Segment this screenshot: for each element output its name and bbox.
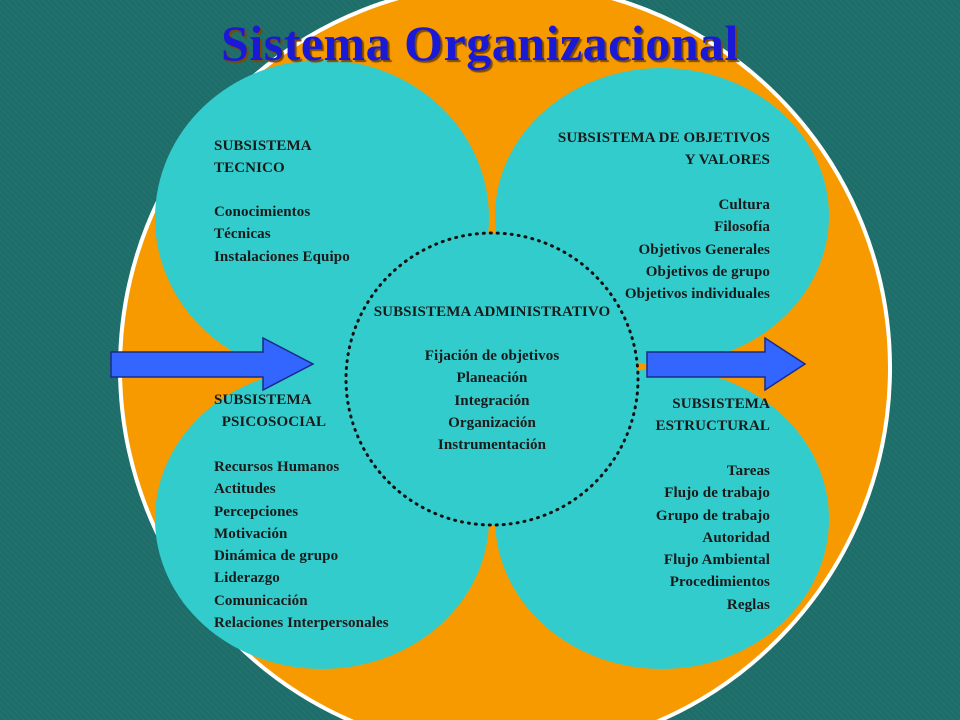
texture-line (0, 449, 271, 720)
texture-line (0, 461, 259, 720)
texture-line (0, 527, 193, 720)
texture-line (797, 0, 960, 163)
psicosocial-heading: SUBSISTEMA PSICOSOCIAL (214, 392, 327, 431)
texture-line (683, 0, 960, 277)
texture-line (0, 593, 127, 720)
texture-line (0, 443, 277, 720)
texture-line (0, 521, 199, 720)
tecnico-items: Conocimientos Técnicas Instalaciones Equ… (214, 204, 350, 265)
texture-line (803, 0, 960, 157)
texture-line (779, 0, 960, 181)
texture-line (0, 467, 253, 720)
texture-line (695, 0, 960, 265)
texture-line (701, 0, 960, 259)
objetivos-items: Cultura Filosofía Objetivos Generales Ob… (624, 197, 770, 303)
texture-line (815, 0, 960, 145)
administrativo-dotted-border (344, 231, 640, 527)
texture-line (791, 0, 960, 169)
estructural-heading: SUBSISTEMA ESTRUCTURAL (655, 396, 770, 435)
texture-line (0, 545, 175, 720)
texture-line (725, 0, 960, 235)
tecnico-heading: SUBSISTEMA TECNICO (214, 138, 312, 177)
texture-line (785, 0, 960, 175)
texture-line (0, 563, 157, 720)
texture-line (0, 539, 181, 720)
texture-line (821, 0, 960, 139)
texture-line (0, 587, 133, 720)
administrativo-items: Fijación de objetivos Planeación Integra… (424, 348, 560, 454)
texture-line (0, 509, 211, 720)
texture-line (731, 0, 960, 229)
texture-line (0, 551, 169, 720)
texture-line (767, 0, 960, 193)
texture-line (0, 431, 289, 720)
texture-line (0, 425, 295, 720)
texture-line (0, 455, 265, 720)
texture-line (707, 0, 960, 253)
texture-line (755, 0, 960, 205)
texture-line (0, 473, 247, 720)
lobe-administrativo (346, 233, 638, 525)
texture-line (0, 485, 235, 720)
texture-line (0, 491, 229, 720)
texture-line (0, 497, 223, 720)
texture-line (0, 419, 301, 720)
objetivos-heading: SUBSISTEMA DE OBJETIVOS Y VALORES (557, 130, 770, 169)
texture-line (0, 569, 151, 720)
texture-line (713, 0, 960, 247)
texture-line (0, 437, 283, 720)
texture-line (749, 0, 960, 211)
texture-line (827, 0, 960, 133)
page-title: Sistema Organizacional (221, 15, 739, 71)
texture-line (809, 0, 960, 151)
input-arrow-icon (110, 336, 315, 392)
texture-line (0, 575, 145, 720)
texture-line (0, 515, 205, 720)
texture-line (0, 581, 139, 720)
texture-line (833, 0, 960, 127)
texture-line (743, 0, 960, 217)
texture-line (0, 557, 163, 720)
texture-line (689, 0, 960, 271)
psicosocial-items: Recursos Humanos Actitudes Percepciones … (214, 459, 389, 632)
output-arrow-icon (646, 336, 807, 392)
texture-line (737, 0, 960, 223)
estructural-items: Tareas Flujo de trabajo Grupo de trabajo… (655, 463, 770, 613)
administrativo-heading: SUBSISTEMA ADMINISTRATIVO (373, 304, 611, 320)
texture-line (773, 0, 960, 187)
texture-line (0, 503, 217, 720)
texture-line (0, 533, 187, 720)
texture-line (719, 0, 960, 241)
texture-line (761, 0, 960, 199)
texture-line (0, 479, 241, 720)
